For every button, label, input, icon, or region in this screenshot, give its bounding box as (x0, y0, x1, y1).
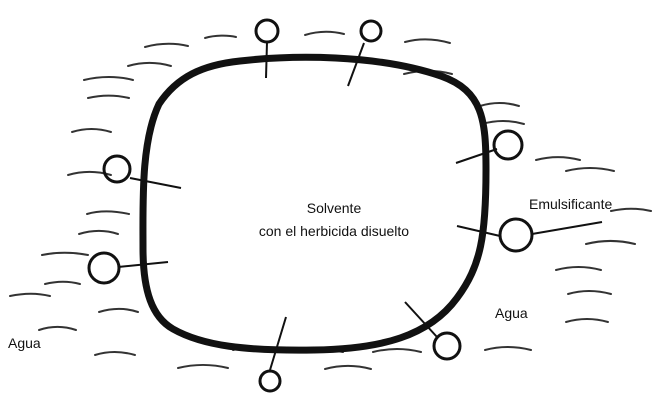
water-stroke (204, 34, 237, 39)
water-stroke (479, 102, 520, 107)
water-stroke (94, 351, 136, 356)
emulsifier-head (254, 18, 280, 44)
water-stroke (71, 128, 112, 133)
water-stroke (41, 251, 89, 256)
water-stroke (481, 120, 525, 125)
emulsifier-tail (404, 301, 438, 338)
water-stroke (610, 207, 652, 212)
emulsifier-tail (117, 261, 169, 268)
water-stroke (567, 290, 612, 295)
water-stroke (127, 62, 172, 67)
solvent-droplet-outline (139, 53, 490, 354)
water-stroke (144, 42, 189, 48)
emulsifier-tail (347, 42, 365, 87)
emulsifier-pointer (531, 221, 603, 235)
emulsifier-head (492, 129, 524, 161)
water-stroke (38, 326, 77, 331)
water-label-left: Agua (8, 335, 41, 351)
solvent-label-line2: con el herbicida disuelto (258, 223, 410, 239)
emulsifier-tail (129, 177, 182, 189)
water-label-right: Agua (495, 305, 528, 321)
water-stroke (372, 348, 422, 353)
water-stroke (83, 76, 134, 81)
emulsifier-tail (455, 148, 498, 164)
emulsifier-head (359, 19, 383, 43)
emulsifier-tail (265, 41, 268, 79)
water-stroke (565, 167, 615, 172)
emulsifier-head (102, 154, 132, 184)
water-strokes (9, 30, 652, 370)
water-stroke (555, 266, 602, 271)
water-stroke (86, 210, 130, 215)
water-stroke (78, 230, 119, 235)
water-stroke (304, 30, 345, 36)
emulsifier-head (432, 331, 462, 361)
water-stroke (87, 94, 130, 99)
solvent-label: Solvente con el herbicida disuelto (219, 197, 449, 243)
water-stroke (585, 240, 636, 245)
water-stroke (565, 318, 609, 323)
water-stroke (98, 308, 139, 313)
water-stroke (177, 364, 229, 369)
emulsifier-head (87, 251, 121, 285)
emulsifier-tail (456, 225, 501, 237)
water-stroke (535, 156, 581, 161)
water-stroke (324, 365, 372, 370)
water-stroke (9, 292, 51, 297)
water-stroke (404, 38, 451, 44)
emulsifier-molecules (87, 18, 603, 393)
solvent-label-line1: Solvente (306, 200, 362, 216)
emulsifier-head (258, 369, 282, 393)
emulsifier-head (498, 217, 534, 253)
water-stroke (67, 171, 112, 176)
water-stroke (44, 280, 81, 285)
emulsifier-tail (269, 316, 287, 371)
water-stroke (484, 346, 532, 351)
emulsifier-label: Emulsificante (529, 196, 613, 212)
